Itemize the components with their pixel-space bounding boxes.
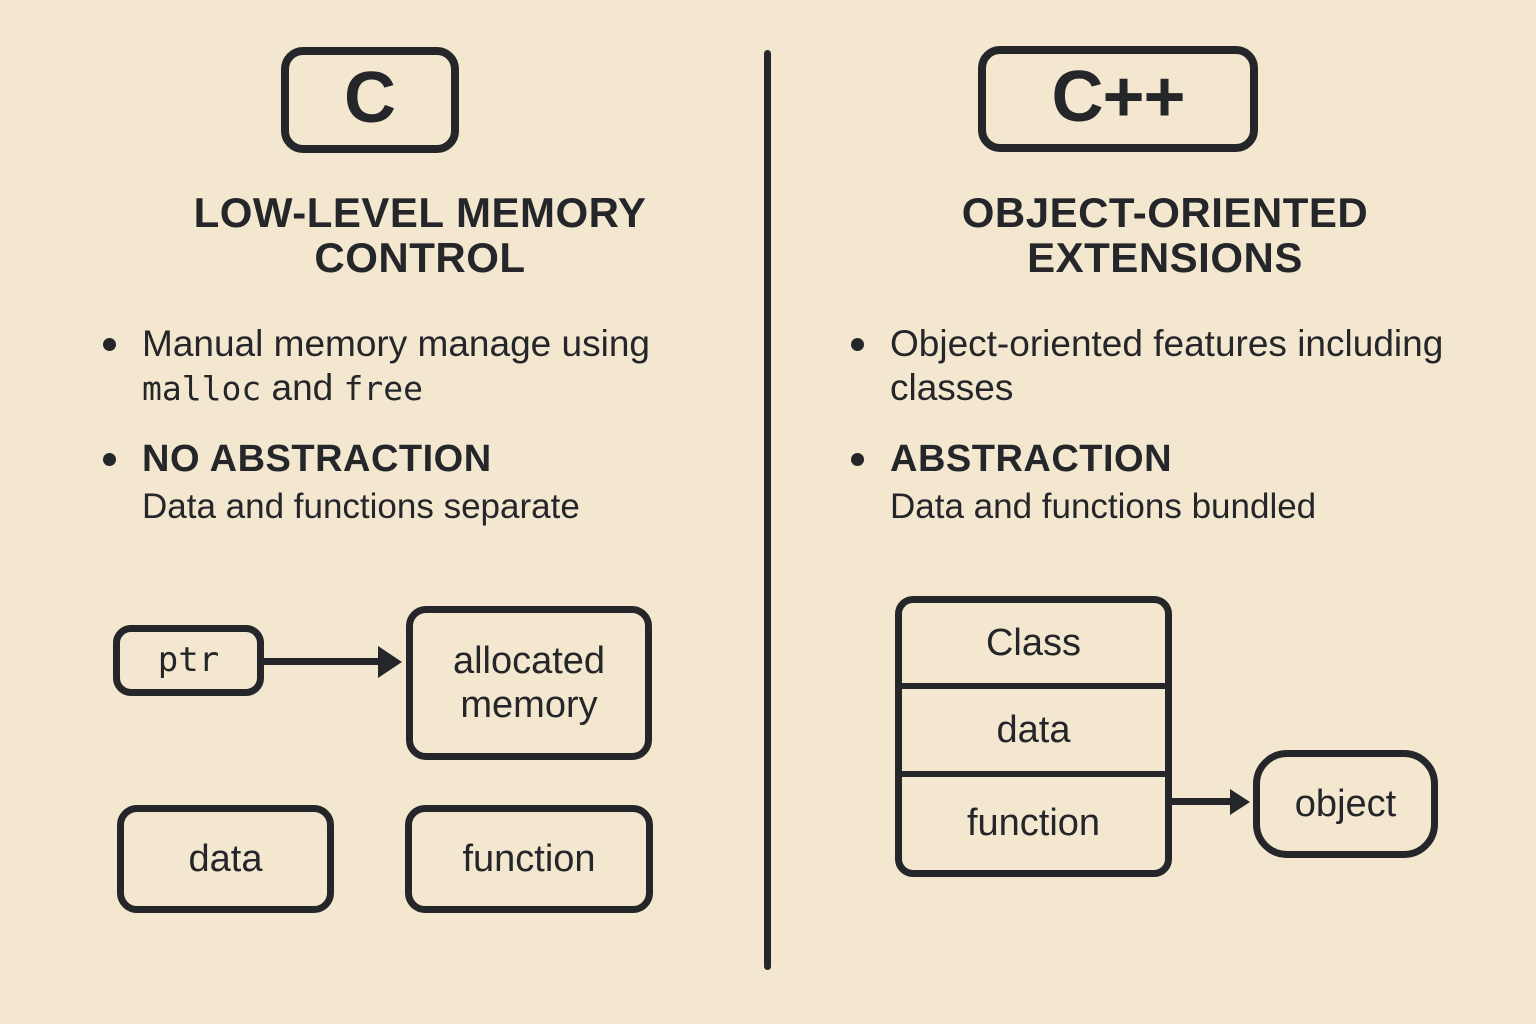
left-column-c: C LOW-LEVEL MEMORY CONTROL Manual memory… [0, 0, 764, 1024]
malloc-code-token: malloc [142, 369, 262, 409]
cpp-badge-label: C++ [1051, 57, 1185, 137]
bullet-dot-icon [103, 338, 116, 351]
bullet-dot-icon [851, 338, 864, 351]
function-box-c-label: function [462, 837, 596, 880]
right-heading: OBJECT-ORIENTED EXTENSIONS [961, 189, 1369, 282]
class-box-title-row: Class [985, 621, 1082, 664]
ptr-box: ptr [113, 625, 264, 696]
bullet-dot-icon [103, 452, 116, 466]
right-column-cpp: C++ OBJECT-ORIENTED EXTENSIONS Object-or… [771, 0, 1536, 1024]
class-box-data-row: data [902, 683, 1165, 771]
left-bullet-list: Manual memory manage using malloc and fr… [100, 322, 770, 555]
allocated-memory-box-label: allocated memory [452, 639, 606, 726]
right-bullet-2-title: ABSTRACTION [890, 437, 1173, 480]
right-bullet-1-text: Object-oriented features including class… [890, 323, 1444, 409]
column-divider [764, 50, 771, 970]
class-box-function-row: function [902, 771, 1165, 870]
data-box-c-label: data [188, 837, 263, 880]
data-box-c: data [117, 805, 334, 913]
c-badge-label: C [344, 58, 396, 138]
left-bullet-1-prefix: Manual memory manage using [142, 323, 650, 364]
left-bullet-2-title: NO ABSTRACTION [142, 437, 492, 480]
free-code-token: free [343, 369, 423, 409]
left-bullet-1-middle: and [261, 367, 344, 409]
arrow-shaft [264, 658, 382, 665]
right-bullet-list: Object-oriented features including class… [848, 322, 1528, 555]
left-heading: LOW-LEVEL MEMORY CONTROL [193, 189, 647, 282]
list-item: Manual memory manage using malloc and fr… [100, 322, 770, 411]
list-item: Object-oriented features including class… [848, 322, 1528, 411]
list-item: ABSTRACTION Data and functions bundled [848, 437, 1528, 529]
allocated-memory-box: allocated memory [406, 606, 652, 760]
ptr-box-label: ptr [157, 639, 220, 680]
object-box-label: object [1294, 782, 1397, 825]
left-bullet-2-subtext: Data and functions separate [142, 487, 580, 527]
left-bullet-1-text: Manual memory manage using malloc and fr… [142, 322, 770, 411]
object-box: object [1253, 750, 1438, 858]
arrow-head-icon [378, 646, 402, 678]
list-item: NO ABSTRACTION Data and functions separa… [100, 437, 770, 529]
c-language-badge: C [281, 47, 459, 153]
class-box: Class data function [895, 596, 1172, 877]
arrow-shaft [1172, 798, 1234, 805]
cpp-language-badge: C++ [978, 46, 1258, 152]
arrow-head-icon [1230, 789, 1250, 815]
function-box-c: function [405, 805, 653, 913]
bullet-dot-icon [851, 452, 864, 466]
right-bullet-2-subtext: Data and functions bundled [890, 487, 1317, 527]
